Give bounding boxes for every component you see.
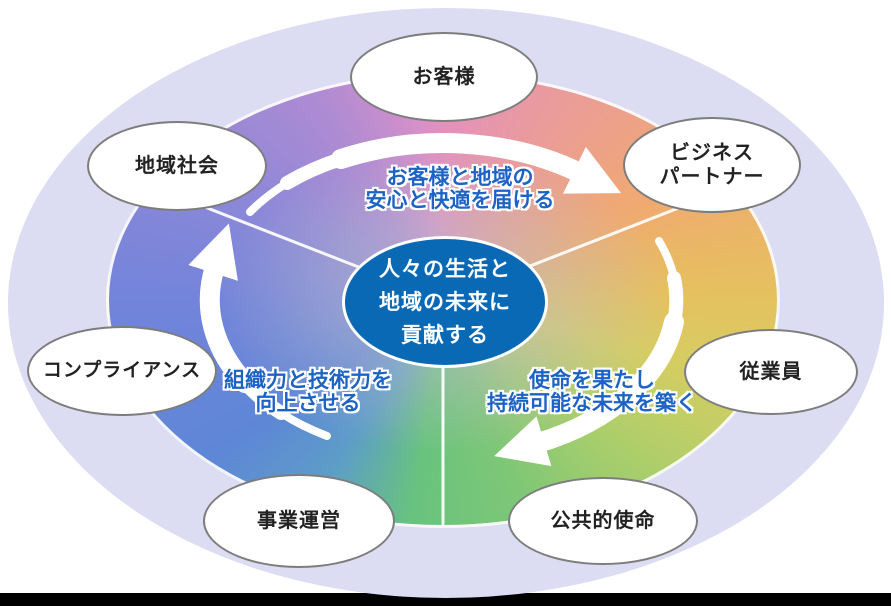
stakeholder-label: お客様 — [412, 66, 476, 88]
stakeholder-oval-compliance: コンプライアンス — [27, 326, 217, 416]
arrow-caption-line: 向上させる — [255, 392, 361, 415]
stakeholder-oval-employees: 従業員 — [684, 329, 858, 415]
stakeholder-label: 従業員 — [739, 361, 803, 383]
stakeholder-label: コンプライアンス — [42, 360, 202, 381]
arrow-caption-line: 安心と快適を届ける — [365, 189, 555, 212]
stakeholder-label: 事業運営 — [257, 510, 341, 532]
stakeholder-oval-public-mission: 公共的使命 — [508, 477, 698, 565]
central-mission-line: 貢献する — [401, 323, 489, 347]
central-mission-ellipse: 人々の生活と 地域の未来に 貢献する — [342, 236, 548, 368]
bottom-black-bar — [0, 593, 891, 606]
arrow-caption-line: 組織力と技術力を — [224, 369, 392, 392]
stakeholder-oval-business-partner: ビジネス パートナー — [623, 117, 801, 213]
stakeholder-label: ビジネス — [670, 142, 754, 164]
arrow-caption-line: 持続可能な未来を築く — [487, 392, 697, 415]
stakeholder-label: パートナー — [659, 166, 765, 188]
arrow-caption-line: 使命を果たし — [529, 369, 655, 392]
stakeholder-oval-local-community: 地域社会 — [87, 121, 267, 211]
central-mission-line: 地域の未来に — [379, 290, 511, 314]
arrow-caption-line: お客様と地域の — [386, 166, 534, 189]
arrow-caption-top: お客様と地域の 安心と快適を届ける — [366, 166, 555, 212]
stakeholder-label: 地域社会 — [135, 155, 219, 177]
arrow-caption-left: 組織力と技術力を 向上させる — [224, 369, 392, 415]
stakeholder-oval-business-operations: 事業運営 — [203, 474, 395, 568]
stakeholder-oval-customers: お客様 — [350, 32, 538, 122]
stakeholder-label: 公共的使命 — [550, 510, 656, 532]
central-mission-line: 人々の生活と — [379, 257, 511, 281]
arrow-caption-right: 使命を果たし 持続可能な未来を築く — [487, 369, 697, 415]
